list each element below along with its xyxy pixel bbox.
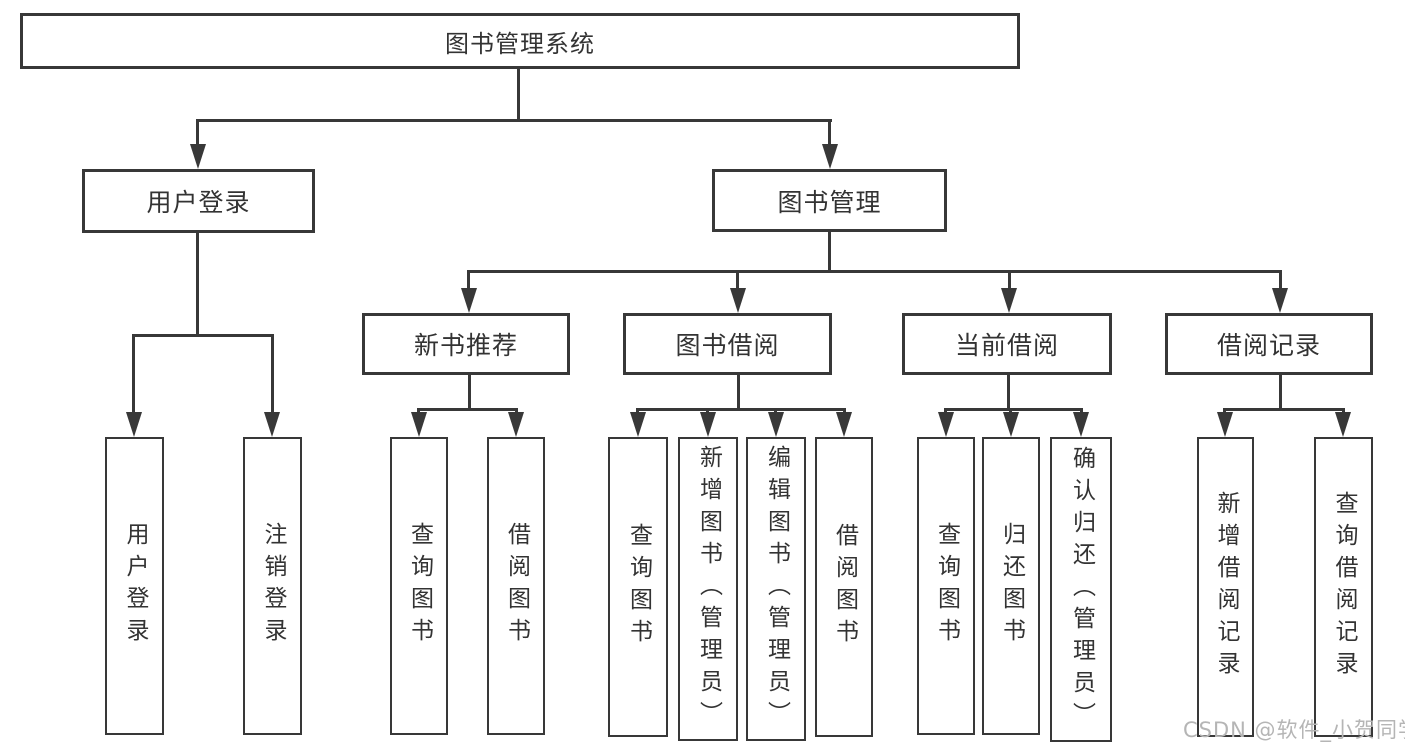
leaf-recommend-borrow-books-label: 借阅图书 bbox=[503, 522, 530, 650]
leaf-logout-label: 注销登录 bbox=[260, 522, 286, 650]
connector-line bbox=[1008, 270, 1011, 292]
leaf-recommend-borrow-books: 借阅图书 bbox=[487, 437, 545, 735]
leaf-record-query-borrow-record-label: 查询借阅记录 bbox=[1331, 491, 1357, 683]
connector-line bbox=[196, 119, 199, 149]
root-node-label: 图书管理系统 bbox=[445, 29, 595, 58]
connector-line bbox=[828, 232, 831, 273]
arrowhead-down-icon bbox=[126, 412, 142, 437]
leaf-current-query-books-label: 查询图书 bbox=[933, 522, 960, 650]
arrowhead-down-icon bbox=[630, 412, 646, 437]
arrowhead-down-icon bbox=[768, 412, 784, 437]
connector-line bbox=[417, 408, 518, 411]
leaf-current-confirm-return-admin-label: 确认归还（管理员） bbox=[1068, 445, 1095, 734]
connector-line bbox=[1223, 408, 1345, 411]
arrowhead-down-icon bbox=[264, 412, 280, 437]
connector-line bbox=[944, 408, 1083, 411]
connector-line bbox=[196, 233, 199, 337]
arrowhead-down-icon bbox=[836, 412, 852, 437]
node-book-management: 图书管理 bbox=[712, 169, 947, 232]
leaf-borrow-query-books-label: 查询图书 bbox=[625, 523, 652, 651]
node-book-borrow: 图书借阅 bbox=[623, 313, 832, 375]
leaf-current-return-books: 归还图书 bbox=[982, 437, 1040, 735]
leaf-borrow-edit-books-admin: 编辑图书（管理员） bbox=[746, 437, 806, 741]
csdn-watermark: CSDN @软件_小贺同学 bbox=[1183, 718, 1405, 742]
arrowhead-down-icon bbox=[1003, 412, 1019, 437]
leaf-borrow-query-books: 查询图书 bbox=[608, 437, 668, 737]
leaf-borrow-borrow-books-label: 借阅图书 bbox=[831, 523, 858, 651]
connector-line bbox=[271, 334, 274, 416]
connector-line bbox=[517, 68, 520, 122]
leaf-record-add-borrow-record-label: 新增借阅记录 bbox=[1213, 491, 1239, 683]
arrowhead-down-icon bbox=[1272, 288, 1288, 313]
leaf-current-return-books-label: 归还图书 bbox=[998, 522, 1025, 650]
connector-line bbox=[736, 270, 739, 292]
connector-line bbox=[132, 334, 274, 337]
leaf-recommend-query-books-label: 查询图书 bbox=[406, 522, 433, 650]
leaf-record-add-borrow-record: 新增借阅记录 bbox=[1197, 437, 1254, 737]
connector-line bbox=[636, 408, 846, 411]
arrowhead-down-icon bbox=[730, 288, 746, 313]
node-book-management-label: 图书管理 bbox=[777, 187, 882, 217]
leaf-user-login: 用户登录 bbox=[105, 437, 164, 735]
connector-line bbox=[1007, 375, 1010, 411]
node-new-book-recommend: 新书推荐 bbox=[362, 313, 570, 375]
leaf-borrow-add-books-admin-label: 新增图书（管理员） bbox=[695, 445, 722, 733]
leaf-current-confirm-return-admin: 确认归还（管理员） bbox=[1050, 437, 1112, 742]
leaf-current-query-books: 查询图书 bbox=[917, 437, 975, 735]
connector-line bbox=[468, 375, 471, 411]
arrowhead-down-icon bbox=[411, 412, 427, 437]
node-new-book-recommend-label: 新书推荐 bbox=[413, 331, 518, 360]
arrowhead-down-icon bbox=[461, 288, 477, 313]
leaf-user-login-label: 用户登录 bbox=[122, 522, 148, 650]
node-book-borrow-label: 图书借阅 bbox=[675, 331, 780, 360]
arrowhead-down-icon bbox=[1335, 412, 1351, 437]
arrowhead-down-icon bbox=[1217, 412, 1233, 437]
connector-line bbox=[196, 119, 832, 122]
arrowhead-down-icon bbox=[822, 144, 838, 169]
node-user-login: 用户登录 bbox=[82, 169, 315, 233]
connector-line bbox=[737, 375, 740, 411]
connector-line bbox=[467, 270, 1282, 273]
arrowhead-down-icon bbox=[190, 144, 206, 169]
connector-line bbox=[1279, 375, 1282, 411]
arrowhead-down-icon bbox=[700, 412, 716, 437]
leaf-borrow-borrow-books: 借阅图书 bbox=[815, 437, 873, 737]
arrowhead-down-icon bbox=[508, 412, 524, 437]
leaf-logout: 注销登录 bbox=[243, 437, 302, 735]
arrowhead-down-icon bbox=[1001, 288, 1017, 313]
leaf-record-query-borrow-record: 查询借阅记录 bbox=[1314, 437, 1373, 737]
connector-line bbox=[1279, 270, 1282, 292]
leaf-borrow-add-books-admin: 新增图书（管理员） bbox=[678, 437, 738, 741]
leaf-recommend-query-books: 查询图书 bbox=[390, 437, 448, 735]
node-user-login-label: 用户登录 bbox=[146, 188, 251, 217]
node-current-borrow: 当前借阅 bbox=[902, 313, 1112, 375]
arrowhead-down-icon bbox=[1073, 412, 1089, 437]
node-borrow-record: 借阅记录 bbox=[1165, 313, 1373, 375]
leaf-borrow-edit-books-admin-label: 编辑图书（管理员） bbox=[763, 445, 790, 733]
connector-line bbox=[132, 334, 135, 416]
node-borrow-record-label: 借阅记录 bbox=[1216, 331, 1321, 360]
node-current-borrow-label: 当前借阅 bbox=[954, 331, 1059, 360]
connector-line bbox=[467, 270, 470, 292]
connector-line bbox=[828, 119, 831, 149]
arrowhead-down-icon bbox=[938, 412, 954, 437]
root-node-library-system: 图书管理系统 bbox=[20, 13, 1020, 69]
